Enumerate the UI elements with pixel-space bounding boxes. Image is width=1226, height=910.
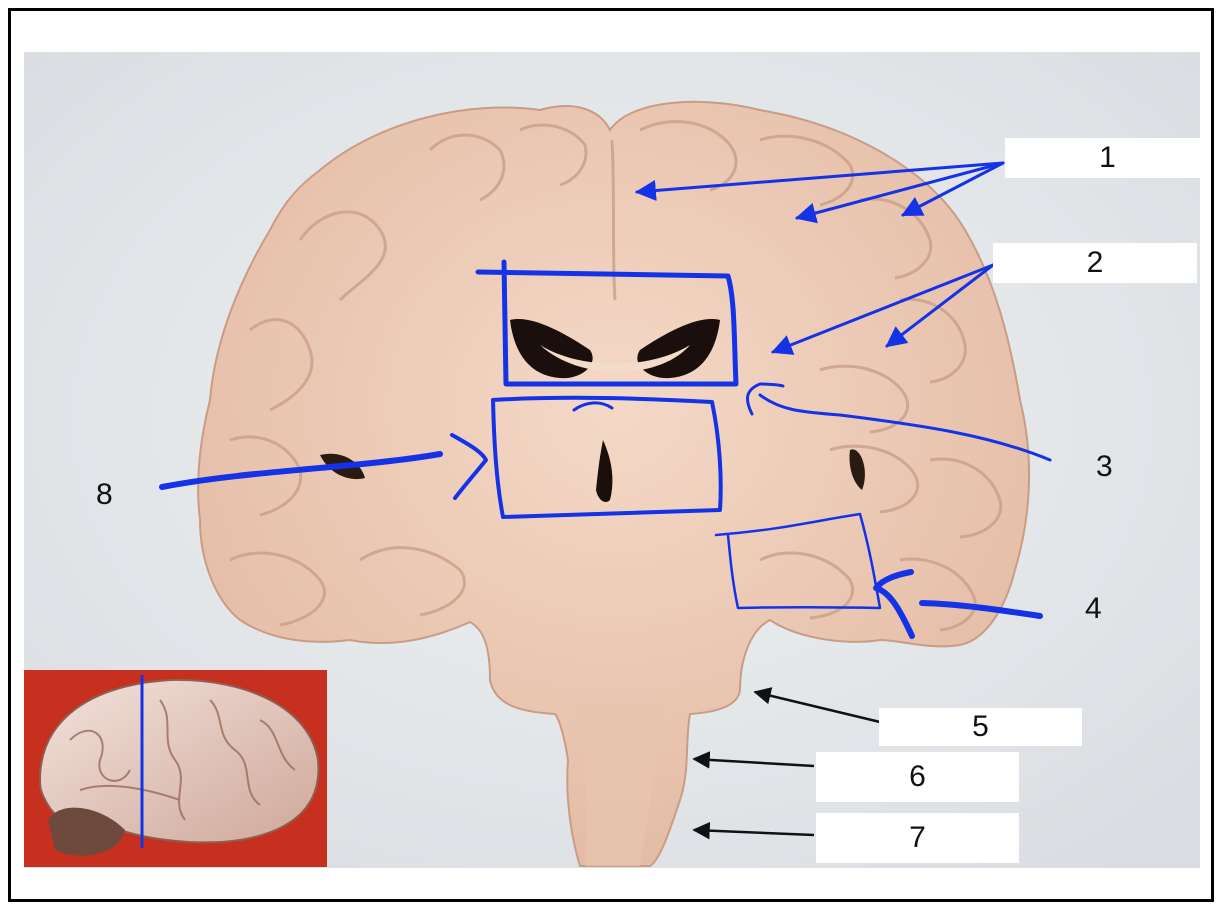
box-ventricles	[475, 259, 739, 387]
arrow-7	[692, 821, 815, 840]
label-box-1: 1	[1005, 138, 1210, 178]
arrow-1c	[901, 161, 1005, 217]
third-ventricle	[596, 440, 613, 502]
blue-annotations	[159, 161, 1052, 639]
box-hippocampus	[714, 512, 882, 610]
box-thalamus	[491, 395, 723, 519]
box-thalamus-tick	[572, 401, 614, 412]
black-arrows	[692, 687, 881, 840]
arrow-2a	[771, 263, 995, 355]
pointer-8	[159, 451, 443, 490]
label-box-6: 6	[816, 752, 1019, 802]
label-6-text: 6	[909, 760, 926, 793]
bracket-8	[450, 433, 488, 500]
label-3: 3	[1096, 450, 1113, 483]
inset-gyri	[69, 699, 296, 821]
arrow-2b	[885, 263, 995, 348]
label-4: 4	[1085, 592, 1102, 625]
label-8: 8	[96, 478, 113, 511]
label-7-text: 7	[909, 821, 926, 854]
label-1-text: 1	[1099, 141, 1116, 174]
lateral-sulcus-right	[849, 449, 865, 490]
brainstem	[570, 700, 665, 866]
inset-cerebellum	[48, 807, 125, 856]
label-box-7: 7	[816, 813, 1019, 863]
inset-lateral-brain-photo	[24, 670, 327, 867]
gyri-contours	[229, 120, 1003, 632]
arrowhead-4	[873, 569, 915, 639]
tissue-outline	[197, 100, 1031, 867]
pointer-3	[746, 382, 1052, 462]
coronal-brain-section	[197, 100, 1031, 867]
arrow-1a	[634, 161, 1005, 201]
label-2-text: 2	[1086, 246, 1104, 279]
arrow-1b	[794, 161, 1005, 224]
arrow-6	[692, 751, 815, 769]
label-box-5: 5	[879, 708, 1082, 746]
arrow-5	[753, 687, 881, 724]
label-5-text: 5	[972, 710, 989, 743]
pointer-4	[919, 600, 1043, 619]
label-box-2: 2	[993, 243, 1197, 283]
corpus-callosum	[540, 345, 690, 373]
